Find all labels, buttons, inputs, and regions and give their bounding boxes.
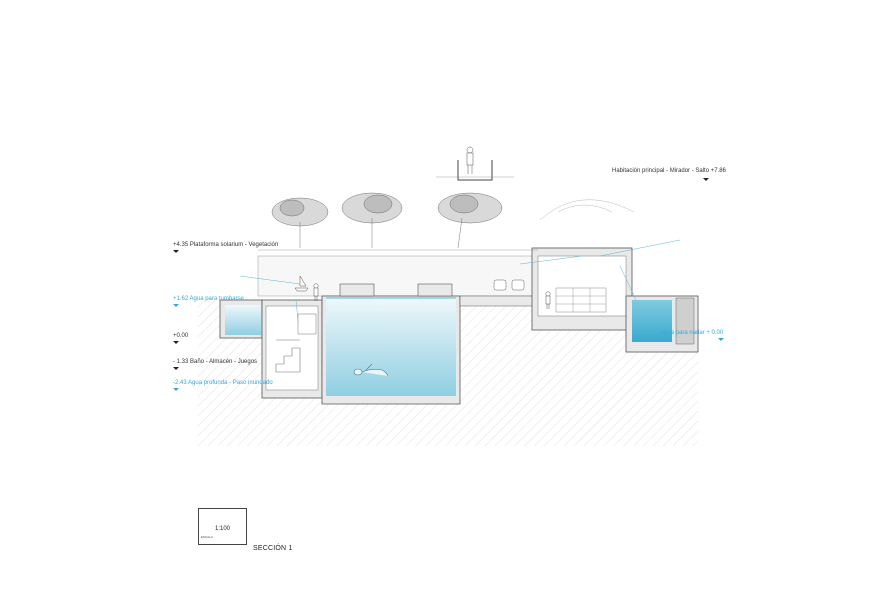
level-marker (173, 304, 179, 307)
top-room-level-label: Habitación principal - Mirador - Salto +… (612, 168, 726, 174)
ground-hatch (198, 300, 698, 446)
tree-icon (271, 197, 329, 248)
sight-lines (239, 239, 681, 323)
ground-level-label: +0.00 (173, 333, 189, 339)
glider-sketch (539, 199, 635, 221)
bath-room (261, 299, 323, 399)
level-marker (703, 178, 709, 181)
solarium-level-label: +4.35 Plataforma solarium - Vegetación (173, 242, 279, 248)
level-marker (173, 367, 179, 370)
shallow-water-level-label: +1.62 Agua para tumbarse (173, 296, 244, 302)
roof-chairs (493, 279, 525, 291)
mirador (436, 160, 514, 181)
sailboat-icon (294, 275, 309, 292)
level-marker (718, 338, 724, 341)
scale-box: 1:100 ESCALA (198, 508, 247, 545)
tree-icon (437, 192, 503, 249)
roof-planters (339, 283, 453, 297)
person-icon (313, 283, 319, 301)
right-steps (459, 295, 541, 307)
section-title: SECCIÓN 1 (253, 545, 293, 552)
person-icon (466, 146, 474, 174)
tree-icon (341, 192, 403, 248)
bath-level-label: - 1.33 Baño - Almacén - Juegos (173, 359, 258, 365)
deep-water-level-label: -2.43 Agua profunda - Paso inundado (173, 380, 273, 386)
level-marker (173, 341, 179, 344)
shallow-pool (219, 299, 263, 339)
person-icon (545, 291, 551, 309)
swimmer-icon (353, 363, 389, 377)
lounge-room (531, 247, 633, 331)
swim-water-level-label: Agua para nadar + 0.00 (660, 330, 724, 336)
deep-pool (321, 295, 461, 405)
swim-channel (625, 295, 699, 353)
level-marker (173, 388, 179, 391)
scale-ratio: 1:100 (214, 526, 230, 532)
scale-caption: ESCALA (201, 535, 213, 539)
level-marker (173, 250, 179, 253)
